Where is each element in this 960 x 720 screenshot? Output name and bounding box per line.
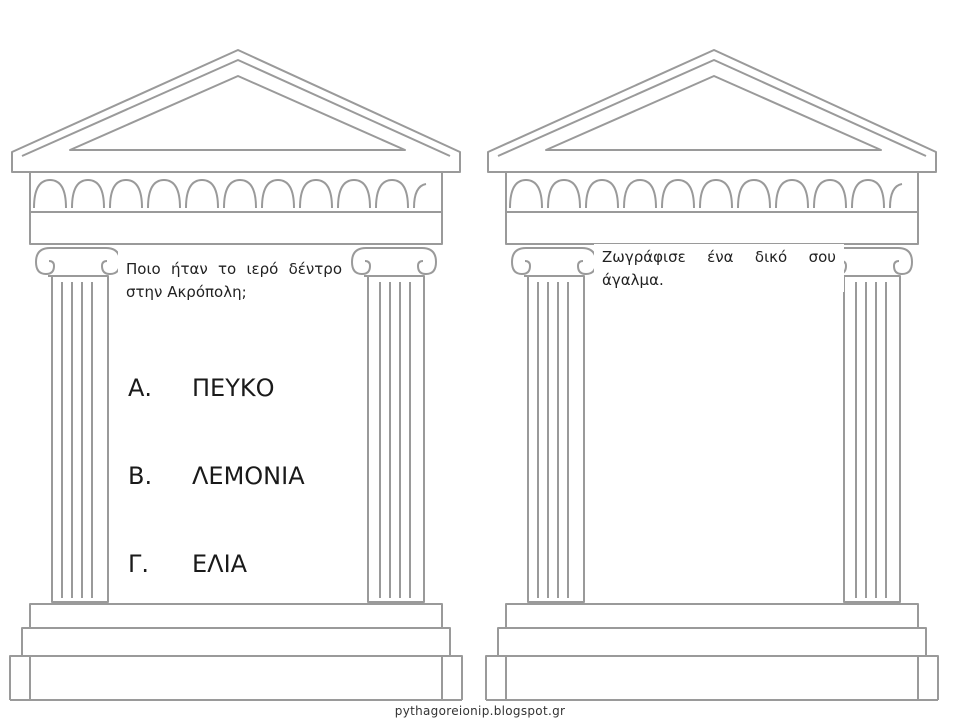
answer-option-b[interactable]: Β. ΛΕΜΟΝΙΑ (128, 462, 305, 490)
option-b-letter: Β. (128, 462, 153, 490)
right-temple-drawing (485, 49, 939, 701)
option-a-text: ΠΕΥΚΟ (192, 374, 275, 402)
answer-option-c[interactable]: Γ. ΕΛΙΑ (128, 550, 247, 578)
option-c-text: ΕΛΙΑ (192, 550, 248, 578)
left-question-card: Ποιο ήταν το ιερό δέντρο στην Ακρόπολη; … (118, 246, 350, 598)
option-b-text: ΛΕΜΟΝΙΑ (192, 462, 305, 490)
drawing-instruction: Ζωγράφισε ένα δικό σου άγαλμα. (602, 248, 836, 289)
source-credit: pythagoreionip.blogspot.gr (394, 704, 566, 718)
right-drawing-card: Ζωγράφισε ένα δικό σου άγαλμα. (594, 244, 844, 292)
question-text: Ποιο ήταν το ιερό δέντρο στην Ακρόπολη; (126, 260, 342, 301)
option-a-letter: Α. (128, 374, 153, 402)
option-c-letter: Γ. (128, 550, 149, 578)
answer-option-a[interactable]: Α. ΠΕΥΚΟ (128, 374, 275, 402)
